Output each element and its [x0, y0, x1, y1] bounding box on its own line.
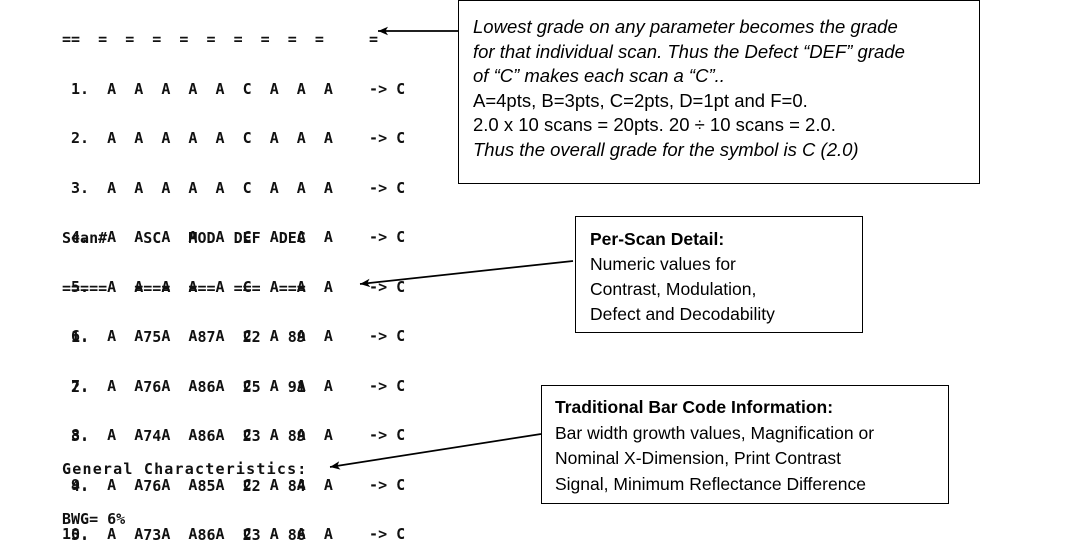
callout-line: Thus the overall grade for the symbol is…: [473, 138, 859, 160]
general-characteristics-block: General Characteristics: BWG= 6% BWG= +0…: [62, 428, 308, 560]
scan-table-rule: ===== ==== === === ===: [62, 278, 306, 297]
callout-line: for that individual scan. Thus the Defec…: [473, 40, 905, 62]
callout-line: Lowest grade on any parameter becomes th…: [473, 16, 898, 37]
callout-line: 2.0 x 10 scans = 20pts. 20 ÷ 10 scans = …: [473, 114, 836, 135]
scan-detail-table: Scan# SC MOD DEF DEC ===== ==== === === …: [62, 197, 306, 560]
callout-line: Defect and Decodability: [590, 304, 775, 324]
table-row: 1. 75 87 22 89: [62, 328, 306, 346]
callout-per-scan-detail: Per-Scan Detail: Numeric values for Cont…: [575, 216, 863, 333]
table-row: 5. 73 86 23 86: [62, 526, 306, 544]
grade-row: 10. A A A A A C A A A -> C: [62, 525, 406, 543]
general-characteristics-heading: General Characteristics:: [62, 460, 308, 478]
grade-row: 3. A A A A A C A A A -> C: [62, 178, 406, 197]
callout-barcode-information: Traditional Bar Code Information: Bar wi…: [541, 385, 949, 504]
grade-row: 9. A A A A A C A A A -> C: [62, 475, 406, 494]
callout-line: Bar width growth values, Magnification o…: [555, 422, 875, 443]
callout-line: Numeric values for: [590, 254, 736, 274]
grade-row: 2. A A A A A C A A A -> C: [62, 129, 406, 147]
callout-title: Per-Scan Detail:: [590, 229, 725, 249]
grade-row: 7. A A A A A C A A A -> C: [62, 376, 406, 395]
table-row: 4. 76 85 22 84: [62, 476, 306, 495]
callout-line: Contrast, Modulation,: [590, 279, 757, 299]
callout-title: Traditional Bar Code Information:: [555, 397, 834, 417]
callout-line: A=4pts, B=3pts, C=2pts, D=1pt and F=0.: [473, 89, 808, 111]
table-row: 2. 76 86 25 91: [62, 377, 306, 396]
callout-grade-explanation: Lowest grade on any parameter becomes th…: [458, 0, 980, 184]
scan-table-header: Scan# SC MOD DEF DEC: [62, 229, 306, 247]
table-row: 3. 74 86 23 89: [62, 427, 306, 445]
grade-separator-row: == = = = = = = = = = =: [62, 30, 379, 48]
grade-row: 4. A A A A A C A A A -> C: [62, 228, 406, 246]
callout-line: Signal, Minimum Reflectance Difference: [555, 473, 866, 494]
grade-row: 1. A A A A A C A A A -> C: [62, 79, 406, 98]
grade-row: 6. A A A A A C A A A -> C: [62, 327, 406, 345]
grade-matrix-block: == = = = = = = = = = = 1. A A A A A C A …: [62, 0, 405, 560]
callout-line: of “C” makes each scan a “C”..: [473, 65, 725, 86]
callout-line: Nominal X-Dimension, Print Contrast: [555, 448, 841, 468]
general-characteristics-line: BWG= 6%: [62, 509, 126, 528]
